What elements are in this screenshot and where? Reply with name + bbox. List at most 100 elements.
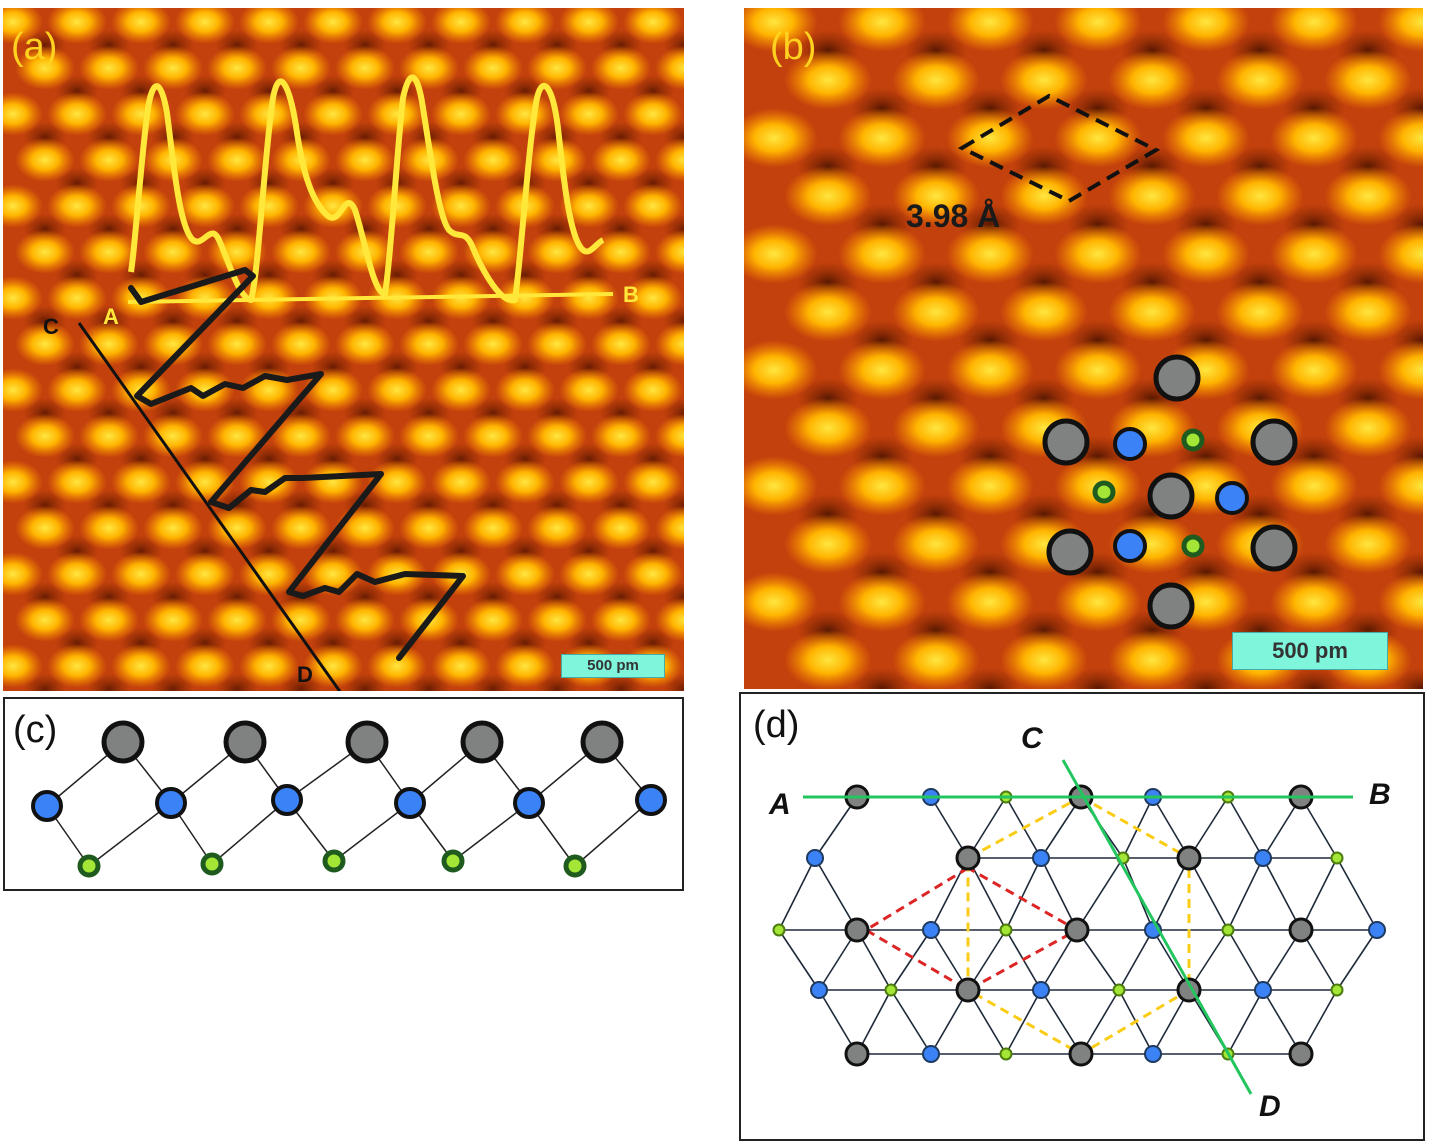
stm-spot — [1378, 108, 1423, 168]
stm-spot — [744, 456, 818, 516]
atom-green — [1221, 923, 1235, 937]
atom-blue — [1113, 529, 1147, 563]
stm-spot — [431, 8, 491, 44]
profile-curve-ab — [128, 74, 605, 304]
profile-label-d: D — [297, 662, 313, 687]
atom-green — [1112, 983, 1126, 997]
atom-blue — [271, 784, 303, 816]
stm-spot — [623, 92, 683, 136]
stm-spot — [495, 552, 555, 596]
stm-spot — [591, 230, 651, 274]
stm-spot — [1378, 224, 1423, 284]
stm-spot — [946, 108, 1034, 168]
side-view-panel-c: (c) — [3, 697, 684, 891]
stm-spot — [655, 138, 684, 182]
stm-spot — [744, 340, 818, 400]
unit-cell-red — [863, 866, 1081, 992]
stm-spot — [1000, 282, 1088, 342]
stm-spot — [1108, 630, 1196, 689]
stm-spot — [892, 166, 980, 226]
stm-spot — [495, 644, 555, 688]
stm-spot — [1162, 224, 1250, 284]
stm-spot — [1378, 572, 1423, 632]
stm-spot — [47, 552, 107, 596]
stm-spot — [463, 46, 523, 90]
stm-spot — [1410, 688, 1423, 689]
stm-spot — [431, 92, 491, 136]
stm-spot — [207, 506, 267, 550]
stm-spot — [623, 460, 683, 504]
stm-spot — [1378, 8, 1423, 52]
stm-spot — [367, 460, 427, 504]
line-label-d: D — [1259, 1090, 1281, 1123]
stm-spot — [1216, 282, 1304, 342]
atom-blue — [1368, 921, 1386, 939]
stm-spot — [15, 322, 75, 366]
stm-spot — [1054, 224, 1142, 284]
atom-green — [999, 1047, 1013, 1061]
stm-spot — [367, 368, 427, 412]
atom-blue — [1144, 1045, 1162, 1063]
stm-spot — [271, 322, 331, 366]
stm-spot — [1378, 340, 1423, 400]
stm-spot — [655, 598, 684, 642]
stm-spot — [303, 8, 363, 44]
stm-spot — [431, 368, 491, 412]
atom-green — [1330, 851, 1344, 865]
atom-blue — [1113, 427, 1147, 461]
atom-green — [200, 852, 224, 876]
stm-spot — [946, 456, 1034, 516]
stm-spot — [292, 690, 310, 691]
stm-spot — [143, 414, 203, 458]
stm-spot — [527, 230, 587, 274]
stm-spot — [892, 282, 980, 342]
stm-spot — [164, 690, 182, 691]
stm-spot — [47, 644, 107, 688]
atom-gray — [844, 917, 870, 943]
stm-spot — [111, 644, 171, 688]
stm-spot — [47, 8, 107, 44]
stm-spot — [1054, 572, 1142, 632]
stm-spot — [623, 276, 683, 320]
stm-spot — [79, 230, 139, 274]
stm-spot — [111, 8, 171, 44]
atom-gray — [1288, 917, 1314, 943]
atom-gray — [1153, 354, 1201, 402]
atom-overlay — [1042, 354, 1298, 630]
atom-gray — [1250, 418, 1298, 466]
atom-blue — [922, 921, 940, 939]
stm-spot — [1054, 108, 1142, 168]
side-view-diagram — [31, 720, 667, 878]
lattice-atoms — [772, 784, 1386, 1067]
stm-image-b — [744, 8, 1423, 689]
stm-spot — [463, 506, 523, 550]
atom-blue — [635, 784, 667, 816]
atom-gray — [844, 1041, 870, 1067]
stm-spot — [744, 224, 818, 284]
atom-blue — [1215, 481, 1249, 515]
stm-spot — [892, 398, 980, 458]
stm-spot — [47, 92, 107, 136]
atom-blue — [806, 849, 824, 867]
stm-spot — [207, 414, 267, 458]
atom-blue — [1032, 849, 1050, 867]
stm-spot — [1054, 8, 1142, 52]
atom-gray — [223, 720, 267, 764]
stm-spot — [15, 598, 75, 642]
stm-spot — [559, 92, 619, 136]
stm-spot — [784, 282, 872, 342]
top-view-diagram — [772, 759, 1386, 1095]
stm-spot — [175, 184, 235, 228]
stm-spot — [495, 8, 555, 44]
atom-green — [1181, 534, 1205, 558]
unit-cell-rhombus — [957, 93, 1161, 204]
stm-spot — [1000, 50, 1088, 110]
stm-spot — [744, 572, 818, 632]
stm-spot — [591, 46, 651, 90]
stm-spot — [527, 598, 587, 642]
atom-blue — [1254, 849, 1272, 867]
side-view-bonds — [46, 741, 652, 867]
stm-spot — [3, 276, 43, 320]
stm-spot — [495, 92, 555, 136]
stm-spot — [3, 184, 43, 228]
